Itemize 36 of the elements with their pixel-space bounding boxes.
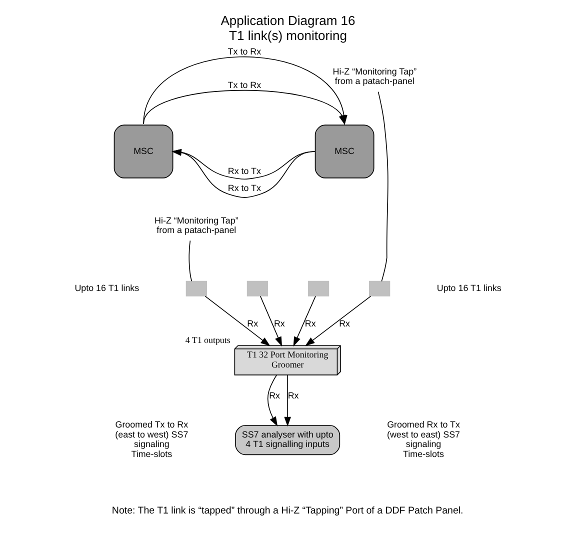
arrow xyxy=(267,374,278,426)
label: Upto 16 T1 links xyxy=(74,282,140,293)
arrow xyxy=(284,374,292,427)
node-label: 4 T1 outputs xyxy=(185,335,230,346)
edge-label: Rx to Tx xyxy=(228,166,262,176)
node-text: Hi-Z “Monitoring Tap” from a patach-panel xyxy=(332,66,417,86)
edge-label: Rx xyxy=(247,318,258,329)
arrow xyxy=(260,296,282,347)
node-box: MSC xyxy=(314,124,374,178)
connector xyxy=(378,91,388,282)
arrow xyxy=(305,296,372,346)
label: Groomed Rx to Tx (west to east) SS7 signaling Time-slots xyxy=(386,420,460,459)
node-box xyxy=(186,280,208,296)
node-box xyxy=(368,280,390,296)
edge-label: Rx xyxy=(274,318,285,329)
label: Groomed Tx to Rx (east to west) SS7 signaling Time-slots xyxy=(115,420,188,459)
node-box xyxy=(308,280,330,296)
edge-label: Rx xyxy=(339,318,350,329)
node-box xyxy=(246,280,268,296)
edge-label: Tx to Rx xyxy=(228,46,262,56)
node-box: MSC xyxy=(114,124,174,178)
node-box: SS7 analyser with upto 4 T1 signalling inputs xyxy=(235,424,340,456)
connector xyxy=(188,240,192,282)
arrow xyxy=(143,90,346,126)
arrow xyxy=(204,296,270,346)
arrow xyxy=(293,296,316,347)
edge-label: Rx xyxy=(288,390,299,400)
edge-label: Rx to Tx xyxy=(228,183,262,194)
label: Upto 16 T1 links xyxy=(436,282,502,293)
edge-label: Tx to Rx xyxy=(228,80,262,90)
edge-label: Rx xyxy=(269,390,280,400)
arrow xyxy=(172,149,316,198)
caption: Note: The T1 link is “tapped” through a Hi-Z “Tapping” Port of a DDF Patch Panel. xyxy=(112,505,464,516)
edge-label: Rx xyxy=(304,318,316,329)
diagram-title: Application Diagram 16 T1 link(s) monitoring xyxy=(220,13,356,43)
node-text: Hi-Z “Monitoring Tap” from a patach-panel xyxy=(154,215,238,236)
